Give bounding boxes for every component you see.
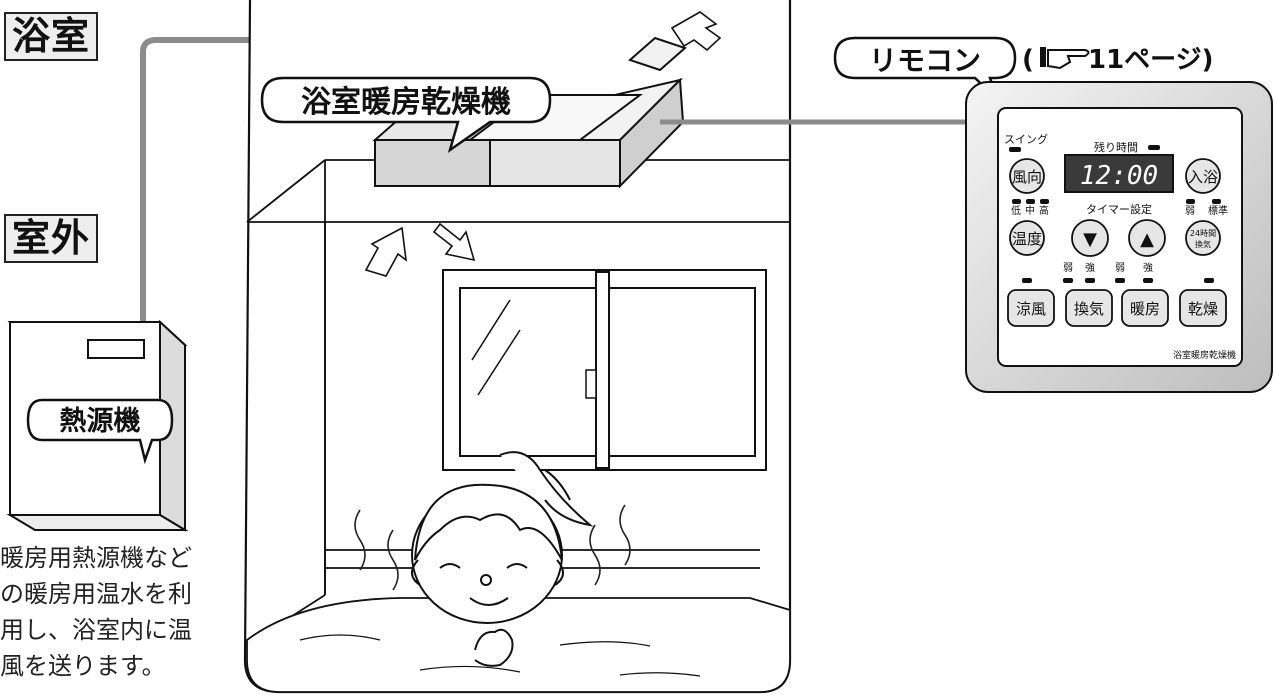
dryer-label-callout: 浴室暖房乾燥機 [260, 76, 552, 154]
svg-text:弱: 弱 [1115, 262, 1125, 274]
svg-text:(: ( [1022, 45, 1034, 75]
temperature-button[interactable]: 温度 [1009, 220, 1045, 256]
svg-text:タイマー設定: タイマー設定 [1086, 202, 1152, 216]
bathroom-label: 浴室 [4, 12, 99, 61]
wind-direction-button[interactable]: 風向 [1009, 158, 1045, 194]
pointing-hand-icon [1047, 49, 1090, 70]
svg-text:換気: 換気 [1195, 239, 1211, 249]
svg-text:▼: ▼ [1083, 229, 1097, 250]
bathtub [246, 597, 791, 693]
svg-text:強: 強 [1143, 261, 1153, 274]
svg-text:標準: 標準 [1208, 204, 1228, 217]
dryer-unit [372, 36, 687, 189]
svg-text:弱: 弱 [1063, 262, 1073, 274]
description-line: 用し、浴室内に温 [0, 616, 192, 644]
cool-air-button[interactable]: 涼風 [1007, 289, 1055, 327]
description-line: 暖房用熱源機など [0, 544, 192, 572]
svg-text:中: 中 [1025, 204, 1035, 217]
svg-text:▲: ▲ [1140, 229, 1154, 250]
time-display [1064, 154, 1174, 193]
window [442, 269, 767, 471]
svg-text:低: 低 [1011, 204, 1021, 217]
timer-up-button[interactable]: ▲ [1128, 219, 1166, 257]
svg-text:24時間: 24時間 [1190, 229, 1216, 238]
svg-text:スイング: スイング [1004, 132, 1048, 146]
page-reference-icon [1040, 47, 1046, 67]
bath-mode-button[interactable]: 入浴 [1185, 158, 1221, 194]
steam [354, 504, 631, 591]
remote-controller: スイング 残り時間 12:00 風向 入浴 低 中 高 タイマー設定 弱 標準 [965, 81, 1273, 393]
page-reference-text: 11ページ) [1088, 45, 1214, 75]
svg-text:残り時間: 残り時間 [1094, 140, 1138, 154]
remote-model-label: 浴室暖房乾燥機 [1173, 349, 1236, 361]
heat-source-label-callout: 熱源機 [26, 398, 174, 465]
svg-text:弱: 弱 [1185, 205, 1195, 217]
svg-text:乾燥: 乾燥 [1188, 300, 1218, 318]
ventilation-button[interactable]: 換気 [1065, 289, 1113, 327]
outdoor-label: 室外 [4, 214, 99, 263]
svg-text:暖房: 暖房 [1130, 300, 1160, 318]
heat-source-label: 熱源機 [60, 406, 141, 437]
dry-button[interactable]: 乾燥 [1179, 289, 1227, 327]
description-line: 風を送ります。 [0, 652, 166, 680]
remote-label: リモコン [869, 44, 981, 77]
heating-button[interactable]: 暖房 [1121, 289, 1169, 327]
dryer-label: 浴室暖房乾燥機 [301, 85, 511, 120]
description-line: の暖房用温水を利 [0, 580, 192, 608]
svg-text:温度: 温度 [1012, 230, 1042, 248]
svg-text:強: 強 [1085, 261, 1095, 274]
time-display-value: 12:00 [1080, 161, 1158, 191]
svg-text:涼風: 涼風 [1016, 300, 1046, 318]
svg-text:風向: 風向 [1012, 168, 1042, 186]
page-reference: ( 11ページ) [1022, 45, 1214, 75]
timer-down-button[interactable]: ▼ [1071, 219, 1109, 257]
ventilation-24h-button[interactable]: 24時間 換気 [1185, 220, 1221, 256]
girl-character [411, 451, 594, 667]
svg-text:高: 高 [1039, 204, 1049, 217]
svg-text:入浴: 入浴 [1188, 168, 1218, 186]
description-text: 暖房用熱源機など の暖房用温水を利 用し、浴室内に温 風を送ります。 [0, 540, 240, 684]
airflow-arrows [364, 11, 722, 277]
svg-text:換気: 換気 [1074, 300, 1104, 318]
